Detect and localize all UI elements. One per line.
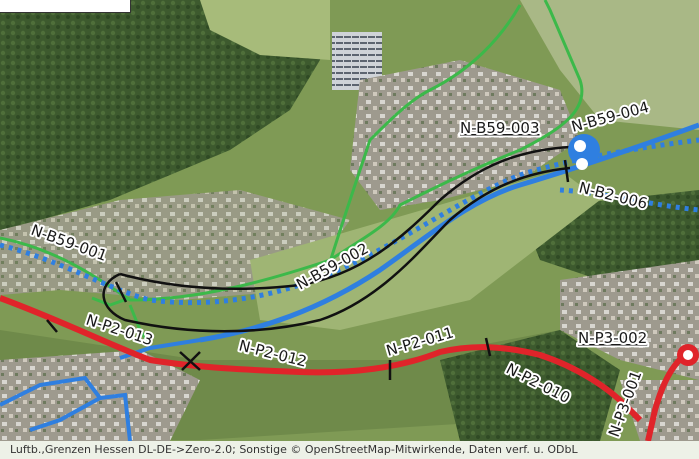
- map-nodes[interactable]: [568, 134, 699, 366]
- node-center: [683, 350, 693, 360]
- label-n-b59-003[interactable]: N-B59-003: [458, 117, 542, 139]
- segment-tick: [484, 337, 492, 357]
- map-corner-box: [0, 0, 131, 13]
- label-n-p3-002[interactable]: N-P3-002: [576, 327, 649, 349]
- segment-tick: [181, 351, 201, 371]
- node-center: [576, 158, 588, 170]
- node-center: [574, 140, 586, 152]
- segment-tick: [563, 159, 570, 183]
- segment-tick: [46, 319, 58, 333]
- segment-markers: [46, 159, 570, 380]
- green-route[interactable]: [0, 0, 584, 346]
- segment-tick: [114, 281, 128, 303]
- map-attribution: Luftb.,Grenzen Hessen DL-DE->Zero-2.0; S…: [0, 441, 699, 459]
- black-route[interactable]: [102, 145, 571, 333]
